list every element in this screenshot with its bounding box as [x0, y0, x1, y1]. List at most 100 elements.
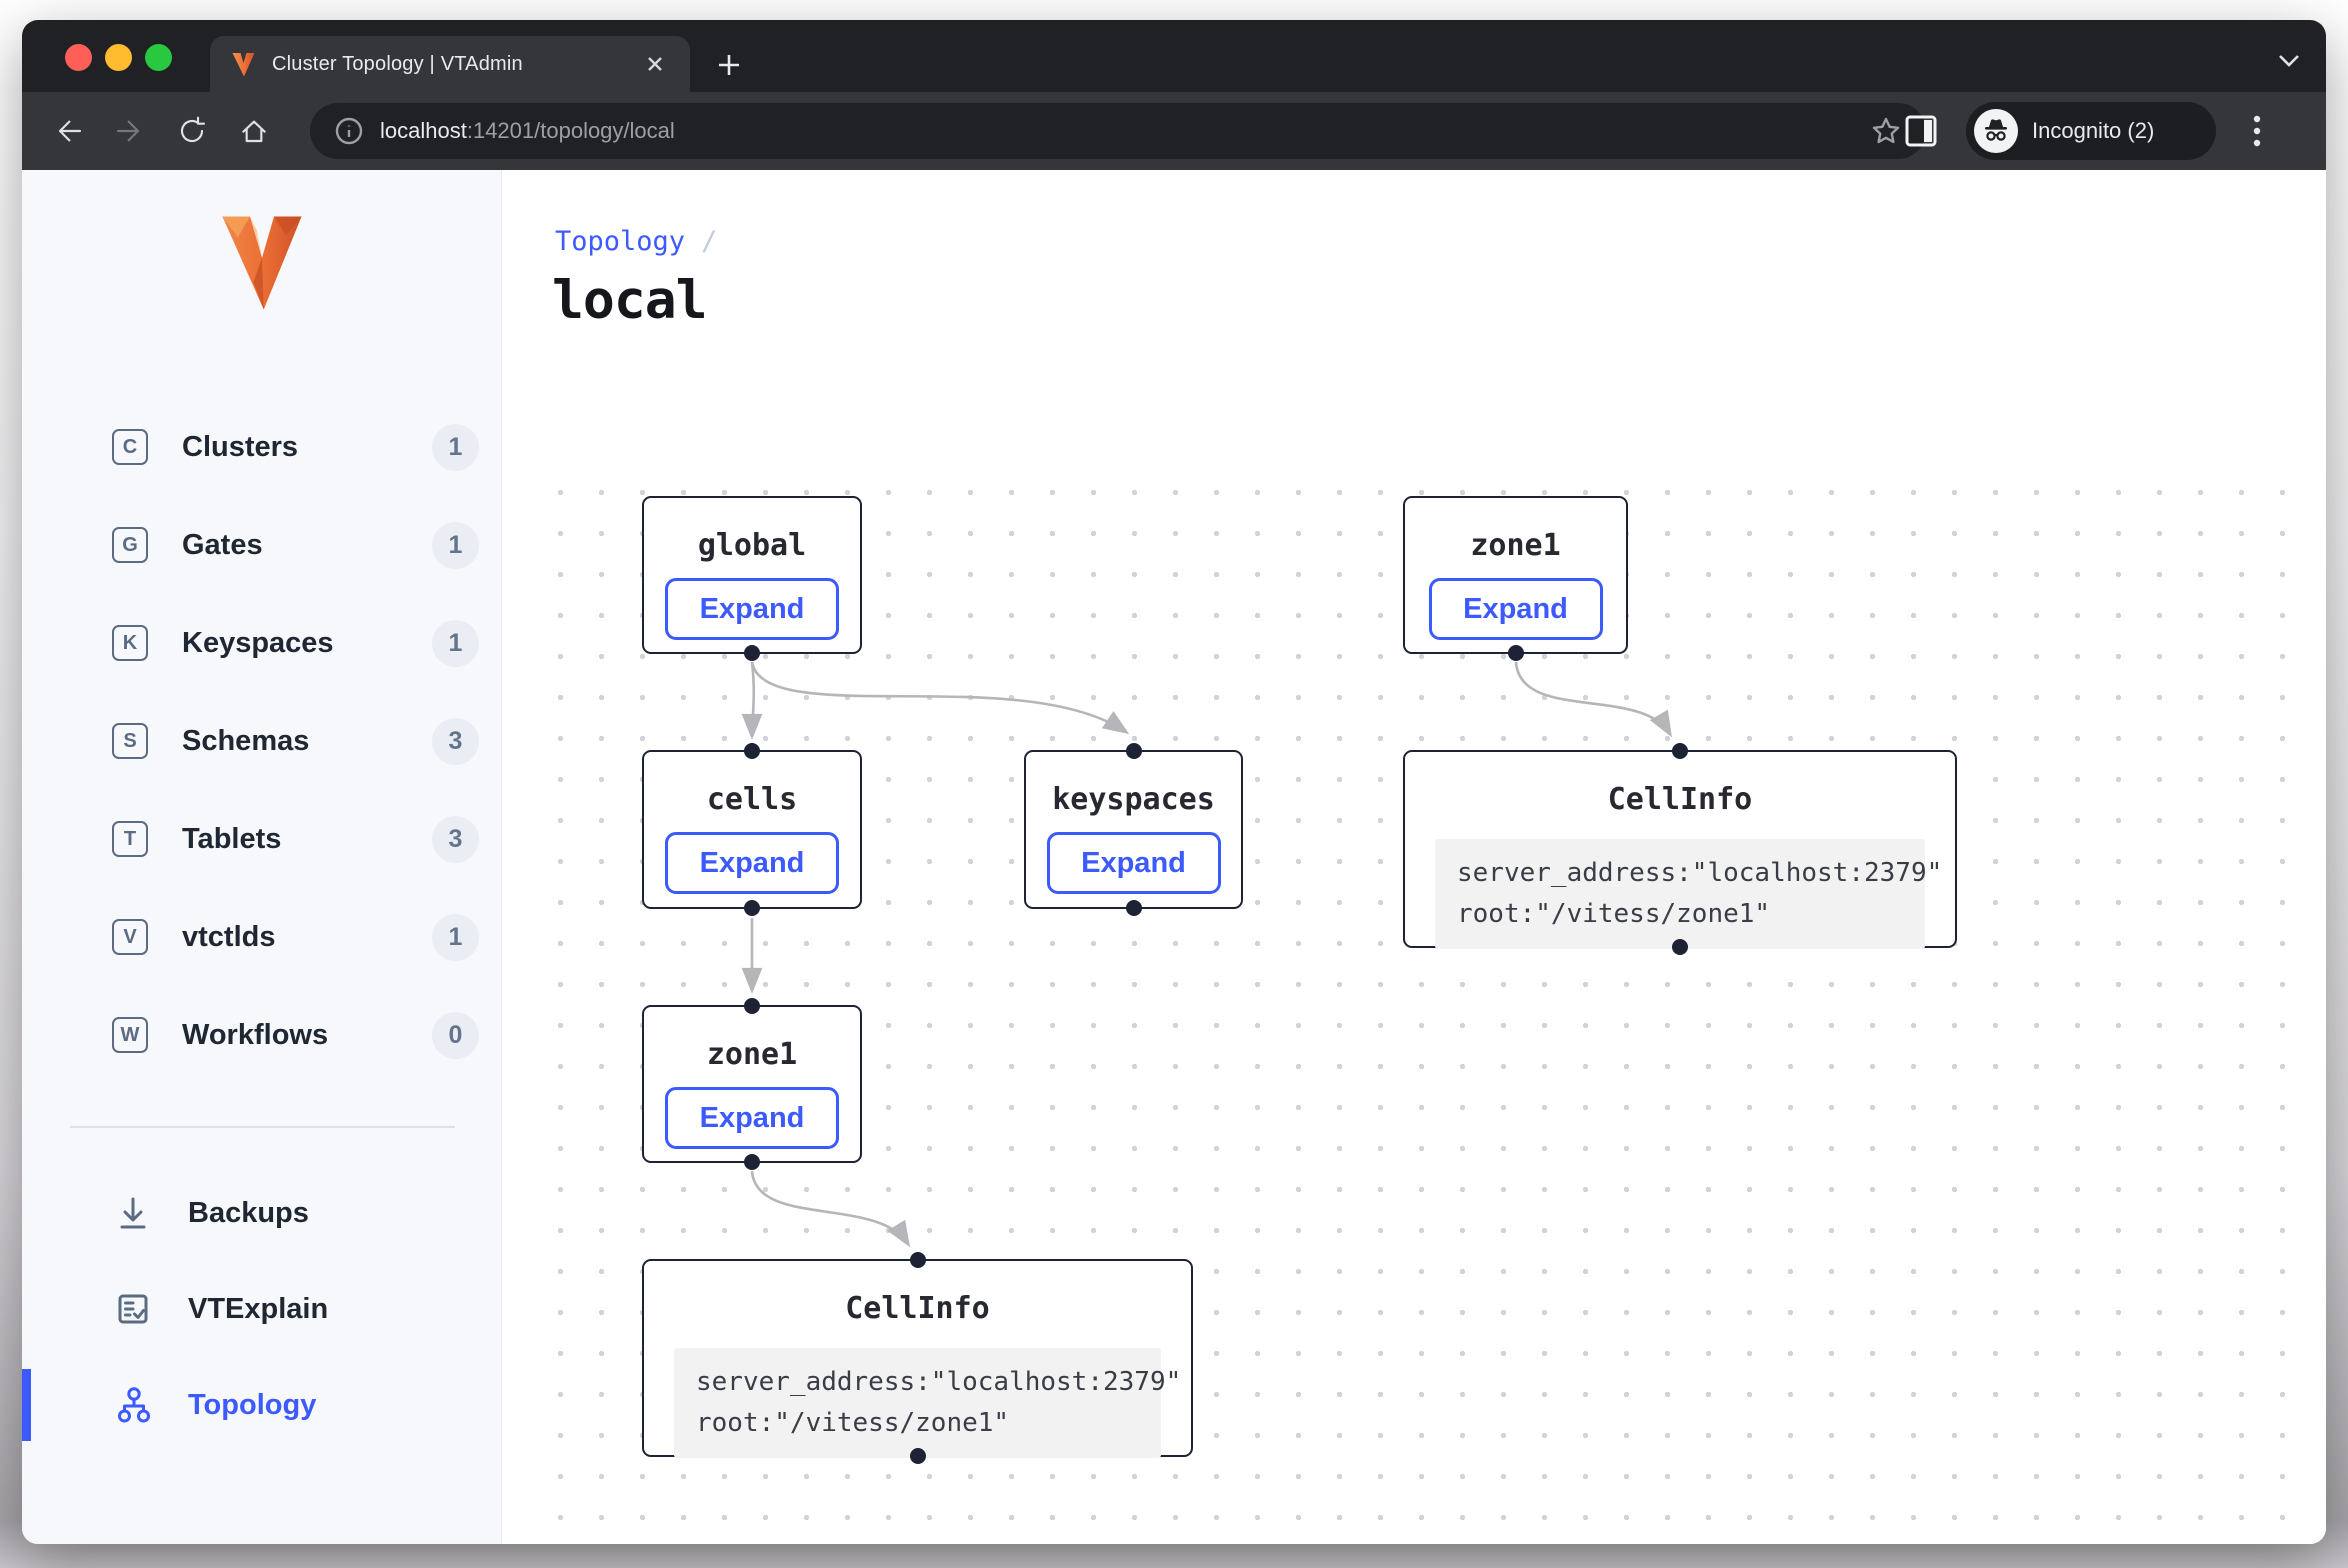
reload-button[interactable] — [166, 105, 218, 157]
node-title: zone1 — [706, 1037, 798, 1072]
expand-button[interactable]: Expand — [1046, 832, 1221, 894]
count-badge: 1 — [432, 913, 479, 961]
page-content: C Clusters 1 G Gates 1 K Keyspaces 1 S S… — [22, 170, 2326, 1544]
sidebar-item-label: Topology — [188, 1388, 317, 1421]
sidebar-item-keyspaces[interactable]: K Keyspaces 1 — [22, 594, 501, 692]
sidebar-item-gates[interactable]: G Gates 1 — [22, 496, 501, 594]
count-badge: 0 — [432, 1011, 479, 1059]
breadcrumb-separator: / — [701, 226, 718, 257]
topology-node-cellinfo-right: CellInfo server_address:"localhost:2379"… — [1403, 743, 1957, 955]
gates-icon: G — [112, 527, 148, 563]
tab-bar: Cluster Topology | VTAdmin — [22, 20, 2326, 92]
port-dot — [744, 645, 760, 661]
port-dot — [744, 998, 760, 1014]
node-title: cells — [706, 782, 798, 817]
port-dot — [744, 743, 760, 759]
expand-button[interactable]: Expand — [1428, 578, 1603, 640]
sidebar-item-workflows[interactable]: W Workflows 0 — [22, 986, 501, 1084]
port-dot — [909, 1252, 926, 1268]
port-dot — [1125, 900, 1142, 916]
sidebar-item-label: Schemas — [182, 724, 310, 757]
topology-node-keyspaces: keyspaces Expand — [1024, 743, 1243, 916]
topology-node-cells: cells Expand — [642, 743, 862, 916]
sidebar-item-label: Workflows — [182, 1018, 329, 1051]
sidebar-item-vtctlds[interactable]: V vtctlds 1 — [22, 888, 501, 986]
breadcrumb: Topology / — [555, 226, 717, 257]
topology-node-global: global Expand — [642, 496, 862, 661]
sidebar-item-label: Clusters — [182, 430, 299, 463]
url-text: localhost:14201/topology/local — [380, 118, 1870, 144]
sidebar-item-tablets[interactable]: T Tablets 3 — [22, 790, 501, 888]
vtexplain-icon — [112, 1288, 154, 1330]
code-line: server_address:"localhost:2379" — [696, 1367, 1182, 1397]
bookmark-star-icon[interactable] — [1870, 115, 1902, 147]
vtctlds-icon: V — [112, 919, 148, 955]
code-line: root:"/vitess/zone1" — [1457, 899, 1771, 929]
expand-button[interactable]: Expand — [665, 1087, 839, 1149]
sidebar: C Clusters 1 G Gates 1 K Keyspaces 1 S S… — [22, 170, 502, 1544]
sidebar-item-clusters[interactable]: C Clusters 1 — [22, 398, 501, 496]
back-button[interactable] — [42, 105, 94, 157]
sidebar-item-topology[interactable]: Topology — [22, 1357, 501, 1453]
browser-toolbar: localhost:14201/topology/local Incognito… — [22, 92, 2326, 170]
count-badge: 3 — [432, 717, 479, 765]
zoom-window-button[interactable] — [145, 44, 172, 71]
sidebar-divider — [70, 1126, 455, 1128]
incognito-icon — [1974, 109, 2018, 153]
side-panel-icon[interactable] — [1904, 114, 1938, 148]
port-dot — [1672, 743, 1688, 759]
browser-window: Cluster Topology | VTAdmin — [22, 20, 2326, 1544]
count-badge: 1 — [432, 619, 479, 667]
sidebar-item-label: vtctlds — [182, 920, 276, 953]
forward-button[interactable] — [104, 105, 156, 157]
sidebar-item-label: VTExplain — [188, 1292, 329, 1325]
home-button[interactable] — [228, 105, 280, 157]
sidebar-item-label: Gates — [182, 528, 263, 561]
count-badge: 3 — [432, 815, 479, 863]
port-dot — [1125, 743, 1142, 759]
schemas-icon: S — [112, 723, 148, 759]
tab-title: Cluster Topology | VTAdmin — [272, 52, 523, 75]
sidebar-item-schemas[interactable]: S Schemas 3 — [22, 692, 501, 790]
workflows-icon: W — [112, 1017, 148, 1053]
new-tab-button[interactable] — [712, 48, 746, 82]
sidebar-item-vtexplain[interactable]: VTExplain — [22, 1261, 501, 1357]
sidebar-item-backups[interactable]: Backups — [22, 1165, 501, 1261]
keyspaces-icon: K — [112, 625, 148, 661]
clusters-icon: C — [112, 429, 148, 465]
close-window-button[interactable] — [65, 44, 92, 71]
sidebar-item-label: Tablets — [182, 822, 282, 855]
browser-menu-icon[interactable] — [2240, 114, 2274, 148]
window-controls — [65, 44, 172, 71]
expand-button[interactable]: Expand — [665, 578, 839, 640]
vitess-logo-icon — [222, 216, 302, 310]
download-icon — [112, 1192, 154, 1234]
sidebar-nav-secondary: Backups VTExplain Topology — [22, 1165, 501, 1453]
incognito-profile-badge[interactable]: Incognito (2) — [1966, 102, 2216, 160]
url-host: localhost — [380, 118, 467, 143]
port-dot — [1672, 939, 1688, 955]
cellinfo-code: server_address:"localhost:2379" root:"/v… — [674, 1348, 1182, 1458]
topology-node-zone1-bottom: zone1 Expand — [642, 998, 862, 1170]
node-title: CellInfo — [1607, 782, 1753, 817]
count-badge: 1 — [432, 423, 479, 471]
count-badge: 1 — [432, 521, 479, 569]
sidebar-nav-primary: C Clusters 1 G Gates 1 K Keyspaces 1 S S… — [22, 398, 501, 1084]
browser-tab[interactable]: Cluster Topology | VTAdmin — [210, 36, 690, 92]
port-dot — [1507, 645, 1524, 661]
incognito-label: Incognito (2) — [2032, 118, 2155, 143]
port-dot — [909, 1448, 926, 1464]
site-info-icon[interactable] — [334, 116, 364, 146]
tablets-icon: T — [112, 821, 148, 857]
code-line: root:"/vitess/zone1" — [696, 1408, 1010, 1438]
breadcrumb-topology-link[interactable]: Topology — [555, 226, 686, 257]
minimize-window-button[interactable] — [105, 44, 132, 71]
port-dot — [744, 900, 760, 916]
tab-search-chevron-icon[interactable] — [2276, 50, 2302, 70]
expand-button[interactable]: Expand — [665, 832, 839, 894]
node-title: CellInfo — [845, 1291, 990, 1326]
url-bar[interactable]: localhost:14201/topology/local — [310, 103, 1926, 159]
node-title: global — [697, 528, 807, 563]
tab-close-icon[interactable] — [640, 49, 670, 79]
port-dot — [744, 1154, 760, 1170]
